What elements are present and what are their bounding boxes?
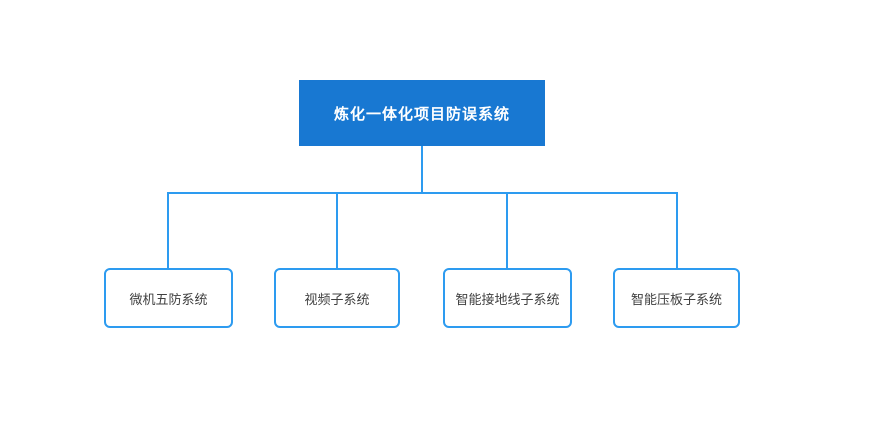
child-node-wjwf[interactable]: 微机五防系统 [104,268,233,328]
root-node[interactable]: 炼化一体化项目防误系统 [299,80,545,146]
child-node-grounding[interactable]: 智能接地线子系统 [443,268,572,328]
connector-lines [167,146,678,268]
child-node-label: 微机五防系统 [129,291,208,307]
root-node-label: 炼化一体化项目防误系统 [333,105,510,123]
child-node-video[interactable]: 视频子系统 [274,268,400,328]
child-node-label: 智能压板子系统 [630,291,722,307]
child-node-plate[interactable]: 智能压板子系统 [613,268,740,328]
child-node-label: 视频子系统 [304,291,370,307]
child-node-label: 智能接地线子系统 [455,291,560,307]
